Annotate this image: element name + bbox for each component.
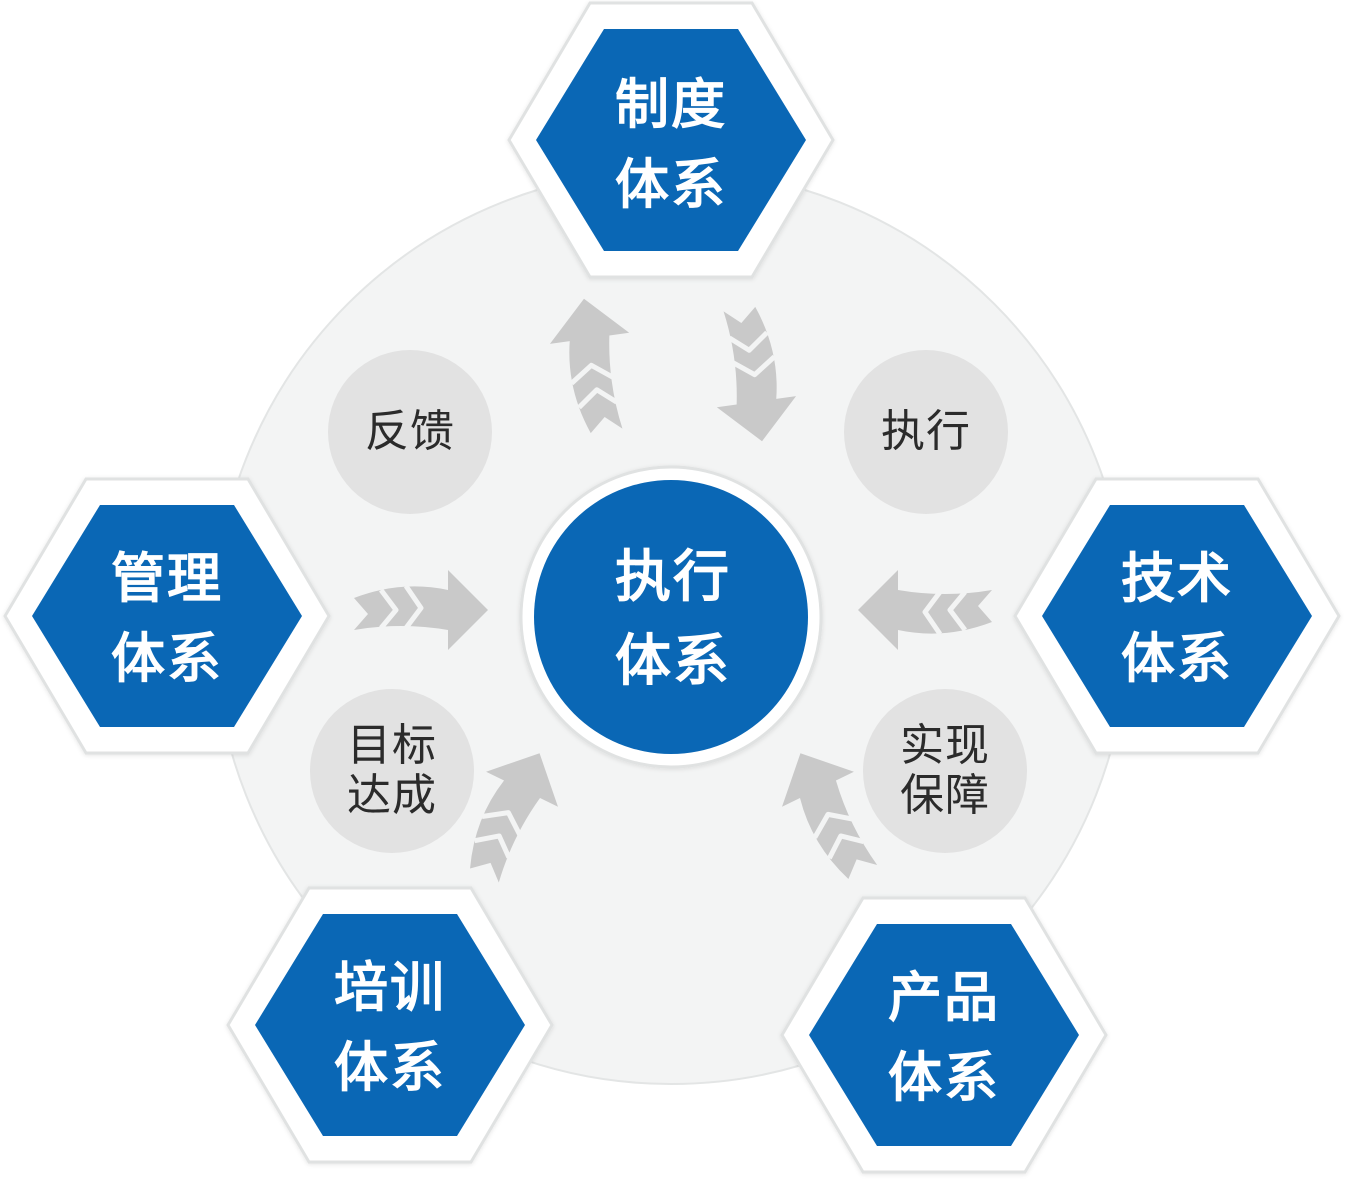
hexagon-system-top [507, 1, 835, 279]
bubble-guarantee [863, 689, 1027, 853]
arrow-training-up [470, 753, 558, 883]
arrow-management-right [354, 570, 488, 650]
arrow-product-up [782, 753, 878, 879]
arrow-feedback-up [549, 298, 630, 434]
center-circle [534, 480, 808, 754]
hexagon-training-bottom-left [226, 886, 554, 1164]
arrow-technology-left [858, 570, 992, 650]
chevron-arrow-icon [470, 753, 558, 883]
bubble-feedback [328, 350, 492, 514]
bubble-execution [844, 350, 1008, 514]
hexagon-product-bottom-right [780, 896, 1108, 1174]
bubble-goal [310, 689, 474, 853]
arrow-execution-down [716, 306, 797, 442]
hexagon-technology-right [1013, 477, 1341, 755]
hexagon-management-left [3, 477, 331, 755]
